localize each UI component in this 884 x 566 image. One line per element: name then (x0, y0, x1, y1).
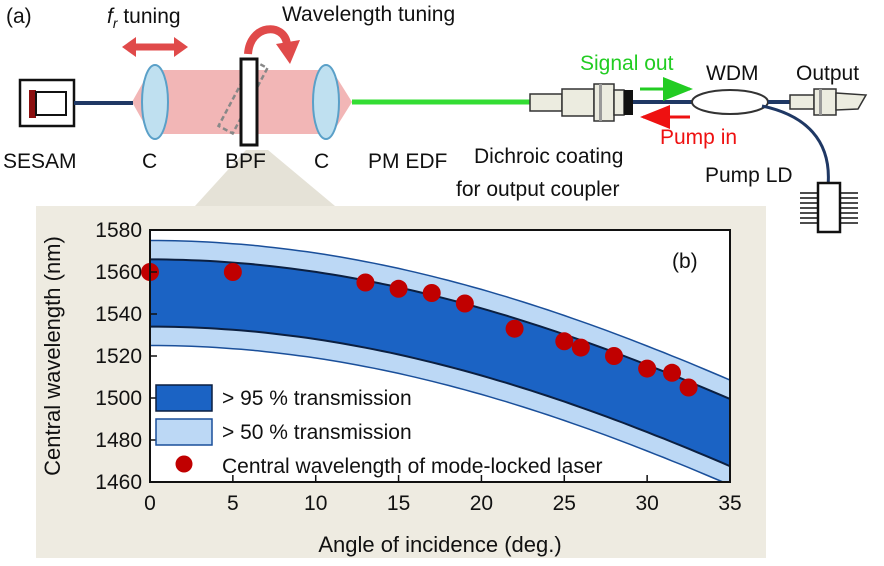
sesam-label: SESAM (3, 150, 77, 173)
band-50-lower-edge (150, 344, 725, 482)
data-point-8 (571, 338, 590, 357)
signal-out-label: Signal out (580, 52, 674, 75)
band-95-upper-edge (150, 258, 730, 400)
x-tick-label: 25 (553, 492, 576, 515)
band-50-upper-edge (150, 239, 730, 381)
dichroic-label-line2: for output coupler (456, 178, 619, 201)
band-layer (150, 239, 730, 482)
collimator-lens-1 (141, 64, 169, 140)
zoom-wedge (195, 150, 335, 206)
y-tick-label: 1500 (95, 387, 142, 410)
x-axis-label: Angle of incidence (deg.) (318, 532, 561, 557)
output-label: Output (796, 62, 859, 85)
wavelength-tuning-label: Wavelength tuning (282, 3, 455, 26)
panel-b-label: (b) (672, 250, 698, 273)
x-tick-label: 15 (387, 492, 410, 515)
y-tick-label: 1580 (95, 219, 142, 242)
data-point-6 (505, 319, 524, 338)
pump-in-label: Pump in (660, 126, 737, 149)
y-tick-label: 1540 (95, 303, 142, 326)
data-point-4 (422, 284, 441, 302)
output-connector (789, 88, 868, 116)
data-point-5 (455, 294, 474, 313)
x-tick-label: 0 (144, 492, 156, 515)
collimator-lens-2 (312, 64, 340, 140)
legend-label-50: > 50 % transmission (222, 421, 412, 444)
data-point-7 (555, 332, 574, 351)
legend-swatch-95 (155, 384, 213, 412)
fr-tuning-arrow (122, 37, 188, 57)
band-95-lower-edge (150, 325, 730, 468)
bpf-filter (239, 57, 259, 147)
data-point-9 (605, 347, 623, 365)
x-tick-label: 30 (635, 492, 658, 515)
data-point-10 (638, 359, 657, 378)
panel-a-label: (a) (6, 5, 32, 28)
y-tick-label: 1560 (95, 261, 142, 284)
x-tick-label: 5 (227, 492, 239, 515)
data-point-1 (223, 263, 242, 281)
band-95-transmission (150, 259, 730, 467)
legend-marker-mode-locked (175, 455, 193, 473)
legend-swatch-50 (155, 418, 213, 446)
legend-label-mode-locked: Central wavelength of mode-locked laser (222, 455, 603, 478)
y-tick-label: 1520 (95, 345, 142, 368)
x-tick-label: 20 (470, 492, 493, 515)
wavelength-tuning-arrow (244, 25, 300, 64)
pm-edf-label: PM EDF (368, 150, 447, 173)
collimator-2-label: C (314, 150, 329, 173)
pump-ld-label: Pump LD (705, 164, 793, 187)
chart-legend: > 95 % transmission > 50 % transmission … (155, 384, 603, 478)
legend-label-95: > 95 % transmission (222, 387, 412, 410)
pump-ld-fiber (761, 104, 830, 187)
y-axis-label: Central wavelength (nm) (40, 236, 65, 476)
data-point-2 (356, 273, 375, 292)
sesam-mount (18, 78, 76, 128)
y-tick-label: 1460 (95, 471, 142, 494)
data-point-12 (679, 378, 698, 397)
dichroic-label-line1: Dichroic coating (474, 145, 623, 168)
output-coupler-connector (529, 83, 633, 122)
wdm-label: WDM (706, 62, 758, 85)
bpf-label: BPF (225, 150, 266, 173)
data-point-3 (389, 279, 408, 298)
pump-ld-package (800, 181, 858, 234)
wdm-coupler (691, 89, 769, 115)
fr-tuning-label: fr tuning (107, 5, 181, 31)
x-tick-label: 35 (718, 492, 741, 515)
data-point-11 (663, 363, 681, 382)
y-tick-label: 1480 (95, 429, 142, 452)
x-tick-label: 10 (304, 492, 327, 515)
collimator-1-label: C (142, 150, 157, 173)
mode-locked-points (141, 263, 698, 397)
